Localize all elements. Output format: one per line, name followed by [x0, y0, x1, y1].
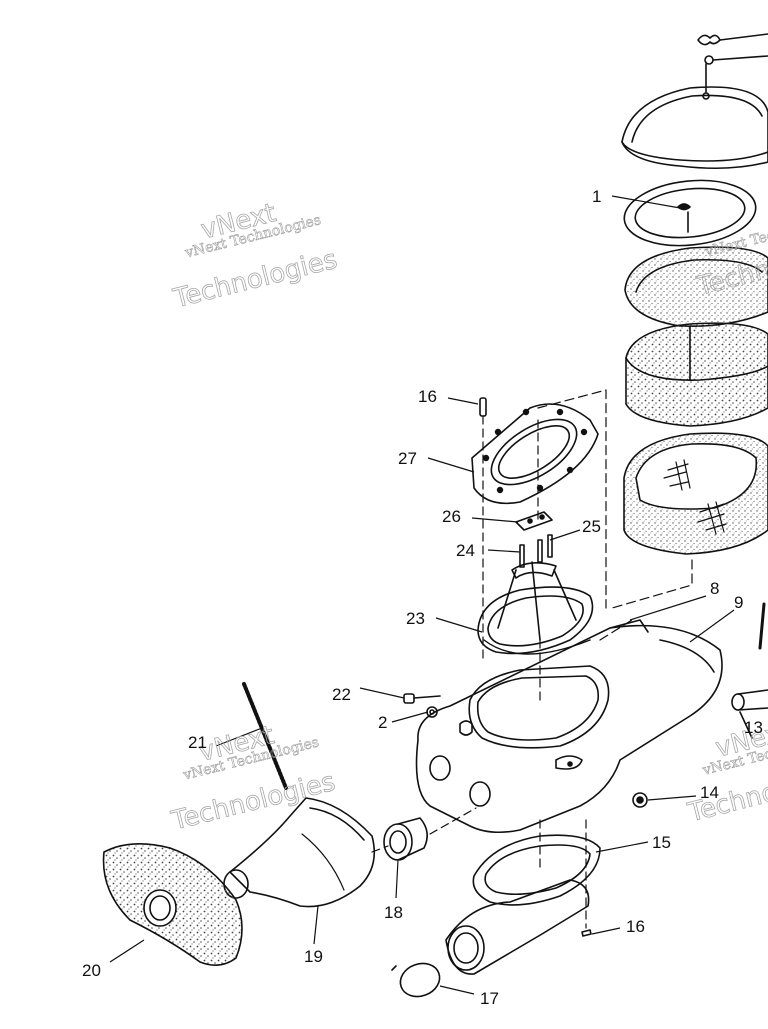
- callout-18: 18: [384, 903, 403, 922]
- foam-element: [625, 322, 768, 427]
- paper-filter-element: [623, 432, 768, 555]
- callout-2: 2: [378, 713, 387, 732]
- screw-top: [479, 397, 487, 661]
- callout-24: 24: [456, 541, 475, 560]
- nipple-fitting: [459, 720, 473, 736]
- leader-lines: [109, 195, 735, 995]
- callout-25: 25: [582, 517, 601, 536]
- clip-plate: [515, 511, 553, 531]
- foam-pad: [102, 843, 243, 966]
- pre-filter: [624, 246, 768, 328]
- watermark-left-bottom: vNext vNext Technologies Technologies: [168, 720, 339, 837]
- callout-27: 27: [398, 449, 417, 468]
- cover-gasket: [623, 179, 757, 247]
- end-cap: [391, 962, 441, 998]
- hose-fitting: [731, 689, 768, 739]
- filter-base-cage: [477, 561, 594, 655]
- callout-1: 1: [592, 187, 601, 206]
- adapter-gasket-plate: [471, 403, 599, 521]
- callout-8: 8: [710, 579, 719, 598]
- callout-22: 22: [332, 685, 351, 704]
- coupler: [383, 817, 428, 861]
- watermark-left-top: vNext vNext Technologies Technologies: [169, 198, 340, 315]
- callout-19: 19: [304, 947, 323, 966]
- callout-16-bottom: 16: [626, 917, 645, 936]
- rod-21: [242, 682, 288, 790]
- callout-labels: 1 16 27 26 25 24 23 8 9 22 2 13 21 14 15…: [82, 187, 763, 1008]
- callout-13: 13: [744, 718, 763, 737]
- nut-14: [632, 792, 648, 808]
- intake-box: [415, 619, 723, 834]
- callout-20: 20: [82, 961, 101, 980]
- elbow-duct: [445, 819, 590, 975]
- callout-26: 26: [442, 507, 461, 526]
- callout-14: 14: [700, 783, 719, 802]
- callout-23: 23: [406, 609, 425, 628]
- callout-15: 15: [652, 833, 671, 852]
- rod-right: [758, 602, 766, 650]
- callout-16-top: 16: [418, 387, 437, 406]
- callout-17: 17: [480, 989, 499, 1008]
- intake-funnel: [223, 797, 376, 908]
- screw-bottom: [581, 819, 592, 937]
- callout-21: 21: [188, 733, 207, 752]
- studs: [519, 534, 553, 568]
- callout-9: 9: [734, 593, 743, 612]
- lower-gasket: [472, 834, 601, 906]
- air-cleaner-cover: [621, 63, 768, 170]
- wing-nut-top: [697, 33, 768, 65]
- bolt-22: [403, 693, 441, 704]
